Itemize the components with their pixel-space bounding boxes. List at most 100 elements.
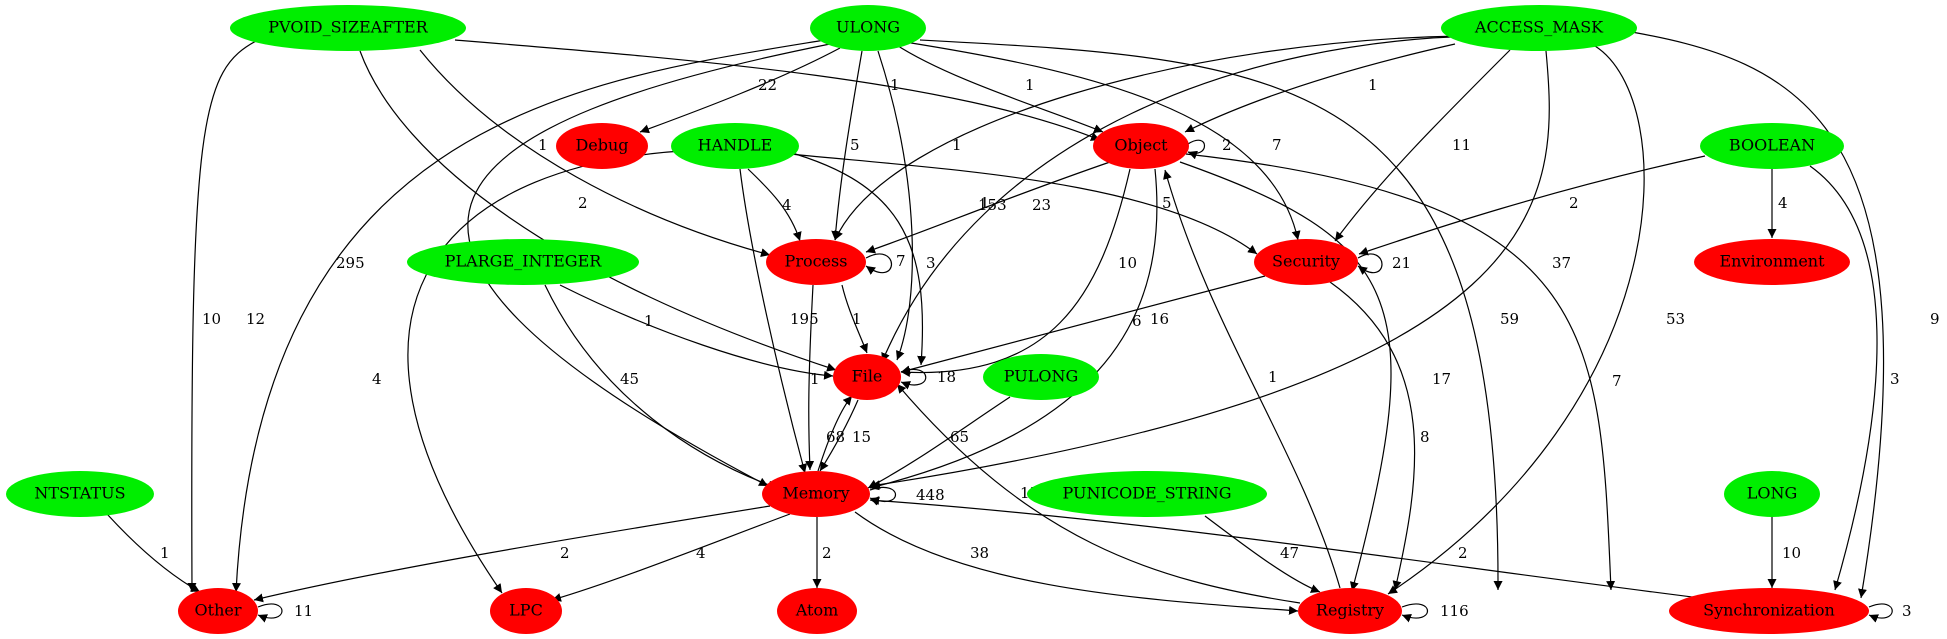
edge-handle-to-memory <box>739 168 808 474</box>
node-label: PUNICODE_STRING <box>1063 484 1232 503</box>
edge-label-plarge_integer-to-memory: 45 <box>620 370 639 388</box>
node-shape <box>1441 5 1637 51</box>
edge-label-access_mask-to-process: 1 <box>952 136 962 154</box>
node-punicode-string: PUNICODE_STRING <box>1027 471 1267 517</box>
edge-ulong-to-debug <box>639 47 841 134</box>
node-shape <box>407 239 639 285</box>
node-label: Debug <box>575 136 628 155</box>
edge-label-boolean-to-security: 2 <box>1569 194 1579 212</box>
edge-handle-to-security <box>789 153 1258 255</box>
node-environment: Environment <box>1694 239 1850 285</box>
edge-label-access_mask-to-object: 1 <box>1368 76 1378 94</box>
edge-label-handle-to-process: 4 <box>782 196 792 214</box>
edge-access_mask-to-security <box>1334 49 1511 242</box>
edge-label-object-to-registry: 17 <box>1432 370 1451 388</box>
node-debug: Debug <box>556 123 648 169</box>
edge-label-object-to-memory: 16 <box>1150 310 1169 328</box>
edge-pvoid_sizeafter-to-object <box>454 39 1101 141</box>
edge-label-process-to-memory: 1 <box>810 370 820 388</box>
edge-boolean-to-synchronization <box>1809 165 1878 591</box>
edge-label-access_mask-to-memory: 37 <box>1552 254 1571 272</box>
edge-pvoid_sizeafter-to-file <box>359 50 837 372</box>
node-process: Process <box>766 239 866 285</box>
node-shape <box>1093 123 1189 169</box>
edge-label-object-to-synchronization: 7 <box>1612 372 1622 390</box>
edge-label-registry-to-registry: 116 <box>1440 602 1469 620</box>
node-label: HANDLE <box>698 136 773 155</box>
node-shape <box>1724 471 1820 517</box>
edge-label-memory-to-registry: 38 <box>970 544 989 562</box>
edge-label-memory-to-memory: 448 <box>916 486 945 504</box>
edge-label-object-to-object: 2 <box>1222 136 1232 154</box>
edge-ulong-to-registry <box>919 39 1503 591</box>
edge-ulong-to-other <box>231 39 826 593</box>
edge-label-object-to-file: 10 <box>1118 254 1137 272</box>
edge-label-ulong-to-other: 12 <box>246 310 265 328</box>
node-label: Security <box>1272 252 1340 271</box>
node-boolean: BOOLEAN <box>1700 123 1844 169</box>
edge-label-security-to-registry: 8 <box>1420 428 1430 446</box>
edge-label-process-to-file: 1 <box>852 310 862 328</box>
edge-access_mask-to-registry <box>1387 45 1645 595</box>
edge-plarge_integer-to-file <box>559 284 834 380</box>
edge-file-to-memory <box>819 399 859 472</box>
edge-ulong-to-object <box>894 43 1104 133</box>
edge-object-to-registry <box>1179 161 1392 592</box>
node-label: Environment <box>1719 252 1825 271</box>
edge-access_mask-to-file <box>881 35 1481 363</box>
edge-label-memory-to-atom: 2 <box>822 544 832 562</box>
node-shape <box>833 354 901 400</box>
edge-label-synchronization-to-synchronization: 3 <box>1902 602 1912 620</box>
edge-label-ulong-to-process: 5 <box>850 136 860 154</box>
edge-label-memory-to-other: 2 <box>560 544 570 562</box>
node-label: PVOID_SIZEAFTER <box>268 18 428 37</box>
node-shape <box>490 588 562 634</box>
node-lpc: LPC <box>490 588 562 634</box>
edge-ulong-to-security <box>904 41 1301 241</box>
node-access-mask: ACCESS_MASK <box>1441 5 1637 51</box>
node-label: ULONG <box>836 18 900 37</box>
edge-label-access_mask-to-synchronization: 9 <box>1930 310 1940 328</box>
node-memory: Memory <box>762 471 870 517</box>
edge-pvoid_sizeafter-to-other <box>187 39 259 593</box>
edge-object-to-object <box>1187 139 1205 160</box>
edge-label-ulong-to-object: 1 <box>1025 76 1035 94</box>
node-label: Process <box>785 252 848 271</box>
edge-synchronization-to-memory <box>869 496 1701 599</box>
edge-access_mask-to-process <box>834 35 1461 241</box>
edge-label-access_mask-to-registry: 53 <box>1666 310 1685 328</box>
edge-synchronization-to-synchronization <box>1868 603 1893 623</box>
edge-access_mask-to-memory <box>870 50 1550 490</box>
edge-registry-to-object <box>1163 169 1341 589</box>
edge-ulong-to-memory <box>467 43 831 487</box>
node-shape <box>1298 588 1402 634</box>
edge-label-access_mask-to-security: 11 <box>1452 136 1471 154</box>
edge-label-access_mask-to-file: 23 <box>1032 196 1051 214</box>
edge-label-ulong-to-registry: 59 <box>1500 310 1519 328</box>
edge-object-to-process <box>865 161 1111 254</box>
node-registry: Registry <box>1298 588 1402 634</box>
node-label: ACCESS_MASK <box>1474 18 1604 37</box>
edge-object-to-synchronization <box>1185 153 1616 591</box>
edge-handle-to-file <box>773 147 927 366</box>
node-other: Other <box>178 588 258 634</box>
node-shape <box>810 5 926 51</box>
edge-pvoid_sizeafter-to-process <box>419 49 771 258</box>
edge-label-long-to-synchronization: 10 <box>1782 544 1801 562</box>
node-ulong: ULONG <box>810 5 926 51</box>
node-shape <box>556 123 648 169</box>
node-long: LONG <box>1724 471 1820 517</box>
edge-label-ntstatus-to-other: 1 <box>160 544 170 562</box>
node-shape <box>762 471 870 517</box>
node-ntstatus: NTSTATUS <box>6 471 154 517</box>
node-label: Atom <box>795 601 839 620</box>
edge-label-file-to-memory: 15 <box>852 428 871 446</box>
node-shape <box>1694 239 1850 285</box>
edge-memory-to-memory <box>869 486 896 506</box>
node-shape <box>1700 123 1844 169</box>
edge-label-boolean-to-environment: 4 <box>1778 194 1788 212</box>
edge-ulong-to-file <box>877 50 913 361</box>
node-shape <box>777 588 857 634</box>
edge-process-to-process <box>865 253 893 275</box>
